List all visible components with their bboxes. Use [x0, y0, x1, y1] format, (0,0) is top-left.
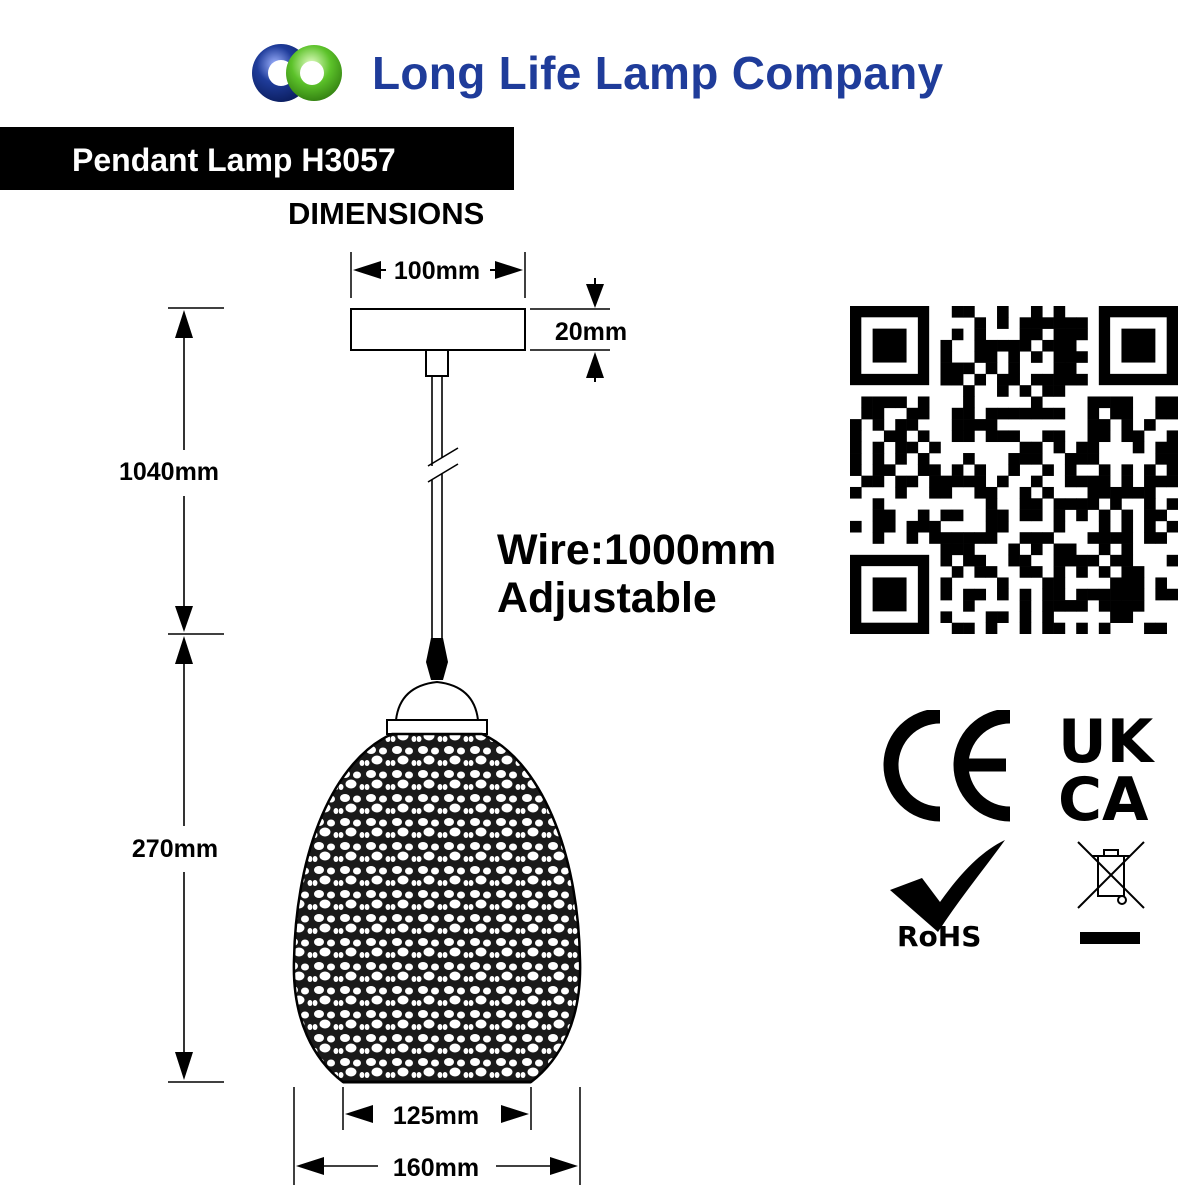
title-bar — [0, 127, 514, 190]
certification-marks: UK CA RoHS — [883, 710, 1156, 953]
cord-length-label: 1040mm — [119, 458, 219, 486]
company-logo-icon — [252, 44, 342, 102]
shade-width-label: 160mm — [393, 1154, 479, 1182]
lamp-dimension-drawing: 100mm 20mm 1040m — [119, 252, 627, 1185]
shade-bottom-dimension — [342, 1087, 532, 1130]
dimensions-heading: DIMENSIONS — [288, 196, 485, 231]
power-cord — [426, 376, 459, 680]
ceiling-height-dimension — [530, 278, 610, 382]
shade-bottom-label: 125mm — [393, 1102, 479, 1130]
rohs-mark-icon: RoHS — [890, 840, 1005, 953]
lamp-shade — [292, 732, 582, 1084]
svg-text:UK: UK — [1058, 710, 1156, 777]
ceiling-width-label: 100mm — [394, 257, 480, 285]
wire-info: Wire:1000mm Adjustable — [497, 526, 776, 622]
ceiling-rose — [350, 308, 526, 351]
wire-adjustable: Adjustable — [497, 574, 717, 622]
weee-bin-icon — [1077, 841, 1145, 944]
lamp-cap — [394, 680, 480, 721]
vertical-dimension-lines — [168, 307, 224, 1083]
product-title: Pendant Lamp H3057 — [72, 142, 396, 178]
ukca-mark-icon: UK CA — [1058, 710, 1156, 835]
shade-height-label: 270mm — [132, 835, 218, 863]
ceiling-width-dimension — [350, 252, 526, 298]
company-name: Long Life Lamp Company — [372, 47, 944, 99]
ceiling-height-label: 20mm — [555, 318, 627, 346]
wire-length: Wire:1000mm — [497, 526, 777, 574]
shade-width-dimension — [293, 1087, 581, 1185]
svg-text:RoHS: RoHS — [897, 920, 981, 953]
qr-code-icon — [850, 306, 1178, 634]
ce-mark-icon — [883, 710, 1011, 822]
svg-text:CA: CA — [1058, 765, 1149, 835]
